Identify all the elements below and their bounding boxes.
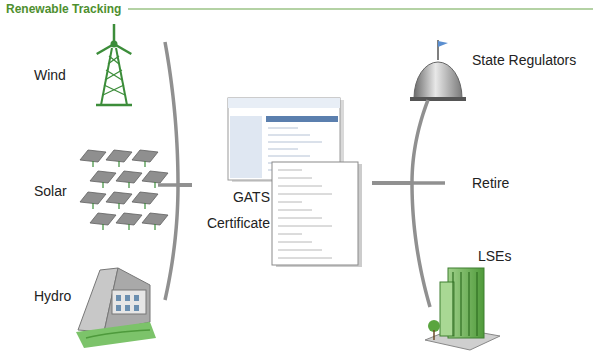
title-rule (128, 8, 593, 9)
node-label: Wind (34, 66, 66, 84)
certificate-screenshots (228, 98, 362, 267)
labelled-icon: Retire (445, 165, 525, 201)
node-label: GATS Certificate (194, 184, 270, 236)
node-label: Solar (34, 182, 67, 200)
labelled-icon: Hydro (28, 240, 165, 330)
diagram-title: Renewable Tracking (6, 2, 121, 16)
bracket-connector (165, 185, 192, 300)
node-label: Hydro (34, 287, 71, 305)
bracket-connector (372, 183, 430, 307)
node-label: LSEs (478, 247, 511, 265)
labelled-icon: Solar (28, 140, 158, 230)
labelled-icon: GATS Certificate (192, 95, 372, 265)
building-icon (425, 268, 500, 350)
capitol-dome-icon (410, 40, 466, 101)
bracket-connector (372, 100, 428, 183)
node-label: Retire (472, 174, 509, 192)
node-label: State Regulators (472, 51, 576, 69)
solar-panels-icon (80, 150, 168, 230)
bracket-connector (165, 42, 192, 185)
wind-turbine-icon (96, 24, 132, 105)
hydro-dam-icon (76, 268, 156, 348)
labelled-icon: State Regulators (405, 32, 590, 100)
labelled-icon: Wind (28, 20, 165, 115)
labelled-icon: LSEs (430, 245, 520, 350)
